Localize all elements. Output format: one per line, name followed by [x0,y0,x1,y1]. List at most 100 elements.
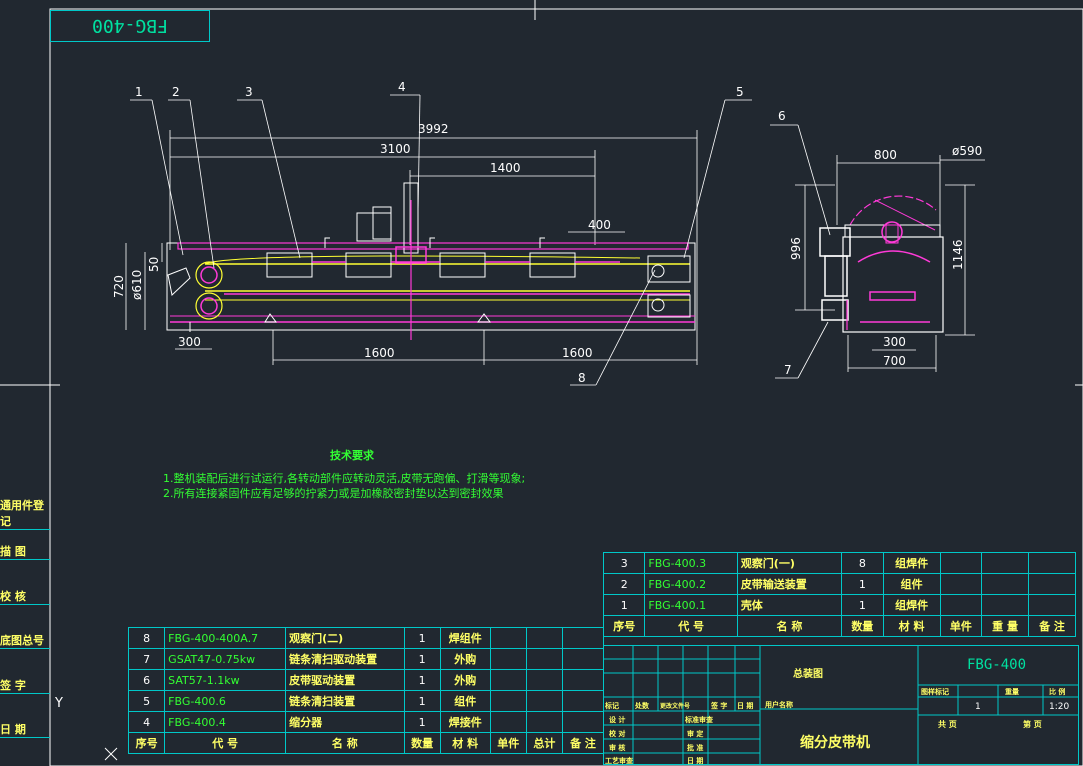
bom-qty: 1 [841,594,884,616]
table-header: 序号 代 号 名 称 数量 材 料 单件 重 量 备 注 [602,615,1076,637]
bom-qty: 1 [403,627,441,649]
bom-mat: 组焊件 [882,552,941,574]
callout-4: 4 [398,80,406,94]
header-code: 代 号 [164,732,287,754]
bom-qty: 1 [841,573,884,595]
dim-590: ø590 [952,144,982,158]
table-header: 序号 代 号 名 称 数量 材 料 单件 总计 备 注 [127,732,604,754]
axis-y-label: Y [54,696,63,711]
bom-no: 7 [127,648,166,670]
tb-product: 缩分皮带机 [800,734,870,751]
requirements-heading: 技术要求 [330,449,374,462]
tb-row-count: 处数 [634,701,650,710]
dim-800: 800 [874,148,897,162]
header-note: 备 注 [562,732,604,754]
bom-name: 观察门(二) [285,627,405,649]
dim-400: 400 [588,218,611,232]
bom-code: FBG-400.1 [644,594,738,616]
title-block: 总装图 缩分皮带机 用户名称 图样标记 重量 比 例 共 页 第 页 标记 处数… [603,645,1079,765]
bom-no: 8 [127,627,166,649]
bom-mat: 组件 [882,573,941,595]
header-unit: 单件 [489,732,527,754]
tb-row-sign: 签 字 [710,701,727,710]
tb-qty: 1 [975,702,981,712]
dim-1146: 1146 [951,239,965,270]
callout-2: 2 [172,85,180,99]
header-total: 总计 [525,732,564,754]
tb-role-design: 设 计 [609,715,625,724]
dim-996: 996 [789,237,803,260]
bom-mat: 外购 [439,669,491,691]
header-name: 名 称 [736,615,843,637]
dim-1400: 1400 [490,161,521,175]
tb-sheet-2: 第 页 [1023,719,1042,729]
bom-name: 壳体 [736,594,843,616]
strip-item-6: 日 期 [0,721,50,738]
bom-name: 缩分器 [285,711,405,733]
bom-no: 3 [602,552,646,574]
tb-weight: 重量 [1005,687,1019,696]
bom-no: 5 [127,690,166,712]
bom-no: 1 [602,594,646,616]
requirements-line-1: 1.整机装配后进行试运行,各转动部件应转动灵活,皮带无跑偏、打滑等现象; [163,472,526,485]
side-view [770,124,985,379]
strip-item-5: 签 字 [0,677,50,694]
header-weight: 重 量 [981,615,1030,637]
dim-700: 700 [883,354,906,368]
dim-3100: 3100 [380,142,411,156]
dim-610: ø610 [130,270,144,300]
tb-drawing-no: FBG-400 [967,657,1026,673]
strip-item-1: 通用件登记 [0,497,50,530]
bom-name: 观察门(一) [736,552,843,574]
bom-code: FBG-400.3 [644,552,738,574]
strip-item-3: 校 核 [0,588,50,605]
drawing-border [49,8,1083,766]
bom-mat: 焊组件 [439,627,491,649]
callout-7: 7 [784,363,792,377]
bom-no: 6 [127,669,166,691]
tb-role-process: 工艺审查 [605,756,634,765]
tb-role2-ratify: 批 准 [687,743,703,752]
header-code: 代 号 [644,615,738,637]
header-unit: 单件 [939,615,983,637]
bom-name: 皮带驱动装置 [285,669,405,691]
callout-5: 5 [736,85,744,99]
bom-mat: 外购 [439,648,491,670]
callout-3: 3 [245,85,253,99]
bom-qty: 1 [403,648,441,670]
callout-1: 1 [135,85,143,99]
header-no: 序号 [602,615,646,637]
header-qty: 数量 [403,732,441,754]
tb-stage: 图样标记 [921,687,949,696]
tb-role2-date: 日 期 [687,756,703,765]
callout-6: 6 [778,109,786,123]
tb-row-mark: 标记 [604,701,619,710]
header-mat: 材 料 [439,732,491,754]
dim-3992: 3992 [418,122,449,136]
tb-sheet: 共 页 [938,719,957,729]
bom-code: GSAT47-0.75kw [164,648,287,670]
tb-assembly: 总装图 [793,667,823,680]
bom-name: 皮带输送装置 [736,573,843,595]
bom-qty: 1 [403,711,441,733]
dim-720: 720 [112,275,126,298]
bom-code: FBG-400-400A.7 [164,627,287,649]
drawing-tag: FBG-400 [50,10,210,42]
bom-mat: 组焊件 [882,594,941,616]
dim-50: 50 [147,257,161,272]
callout-8: 8 [578,371,586,385]
tb-user: 用户名称 [765,700,793,709]
dim-1600-a: 1600 [364,346,395,360]
bom-qty: 1 [403,690,441,712]
header-mat: 材 料 [882,615,941,637]
